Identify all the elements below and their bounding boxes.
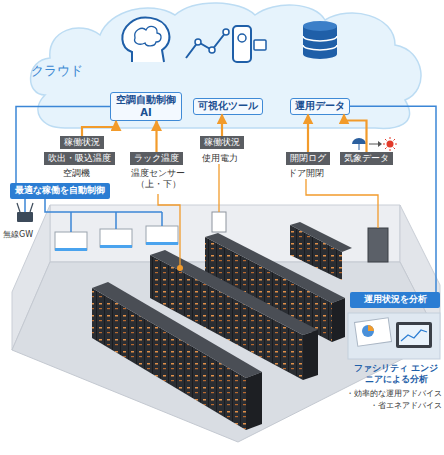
annotation-label: 空調機 [63,168,90,179]
connector [350,106,436,292]
database-rings [303,36,337,50]
box-label: 運用状況を分析 [355,294,435,306]
temperature-sensor [177,265,183,271]
door-wire [306,179,378,228]
data-tag: 開閉ログ [286,152,330,165]
annotation-label: 無線GW [3,230,33,240]
box-label: 可視化ツール [198,100,258,113]
box-label: 空調自動制御 AI [115,94,177,119]
cloud-service-box: 可視化ツール [193,98,263,115]
chart-dot [209,47,215,53]
box-label: 最適な稼働を自動制御 [15,185,105,197]
sun-icon [387,141,394,148]
rack-top [290,222,352,252]
box-label: 吹出・吸込温度 [48,153,111,164]
database-icon [303,26,337,59]
cloud-band: クラウド空調自動制御 AI 可視化ツール 運用データ [25,0,430,130]
chart-dot [195,39,201,45]
analysis-photo [348,313,440,359]
air-conditioner [146,226,178,244]
control-wire [70,212,72,232]
pie-slice [368,325,374,331]
wireless-gateway [17,212,33,222]
rack-end [332,298,345,342]
connector [344,115,367,153]
gateway-antenna [30,203,33,212]
rack-end [246,372,262,430]
gateway-antenna [17,203,20,212]
connector [221,115,223,137]
box-label: 運用データ [295,100,345,113]
sun-rays [383,137,397,151]
ac-glow [55,248,87,251]
annotation-label: ・省エネアドバイス [370,401,442,410]
brain-icon [135,26,161,45]
umbrella-handle [359,144,360,150]
data-tag: 気象データ [340,152,393,165]
box-label: 開閉ログ [290,153,326,164]
box-label: 稼働状況 [64,137,100,148]
chart-icon [186,32,226,58]
tablet-screen [399,325,429,345]
control-wire [24,199,26,212]
control-wire [161,212,163,226]
annotation-label: 使用電力 [202,153,238,164]
door [368,228,388,262]
cloud-service-box: 空調自動制御 AI [110,92,182,121]
box-label: ラック温度 [134,153,179,164]
weather-arrowhead [378,141,382,147]
ac-glow [146,242,178,245]
ac-glow [100,245,132,248]
cloud-service-box: 運用データ [290,98,350,115]
air-conditioner [55,232,87,250]
ai-head-icon [122,18,169,62]
action-box: 最適な稼働を自動制御 [10,183,110,199]
connector [82,121,116,136]
umbrella-icon [352,138,366,144]
annotation-label: ドア開閉 [288,168,324,179]
database-top [303,21,337,31]
box-label: 稼働状況 [204,137,240,148]
control-wire [45,199,162,212]
sensor-wire [158,194,180,266]
rack-top [92,282,262,378]
connector [16,107,110,184]
annotation-label: 温度センサー（上・下） [126,168,190,189]
group-title: クラウド [31,62,83,80]
control-wire [115,212,117,229]
data-tag: 稼働状況 [200,136,244,149]
weather-arrow [369,144,380,145]
device-icon [233,26,251,62]
annotation-label: ファシリティ エンジニアによる分析 [350,363,442,386]
cloud-outline [31,3,421,128]
air-conditioner [100,229,132,247]
box-label: 気象データ [344,153,389,164]
data-tag: ラック温度 [130,152,183,165]
power-wire [218,164,219,212]
report-sheet [354,318,391,346]
annotation-label: ・効率的な運用アドバイス [346,389,442,398]
connector [155,121,157,152]
tablet-chart [401,330,427,341]
device-lens [238,34,246,42]
power-panel [212,212,226,232]
tablet [396,322,432,348]
action-box: 運用状況を分析 [350,292,440,308]
data-tag: 稼働状況 [60,136,104,149]
rack-end [303,330,318,380]
pie-chart [362,325,374,337]
screen-icon [254,40,266,50]
chart-dot [223,29,229,35]
data-tag: 吹出・吸込温度 [44,152,115,165]
connector [307,115,309,153]
